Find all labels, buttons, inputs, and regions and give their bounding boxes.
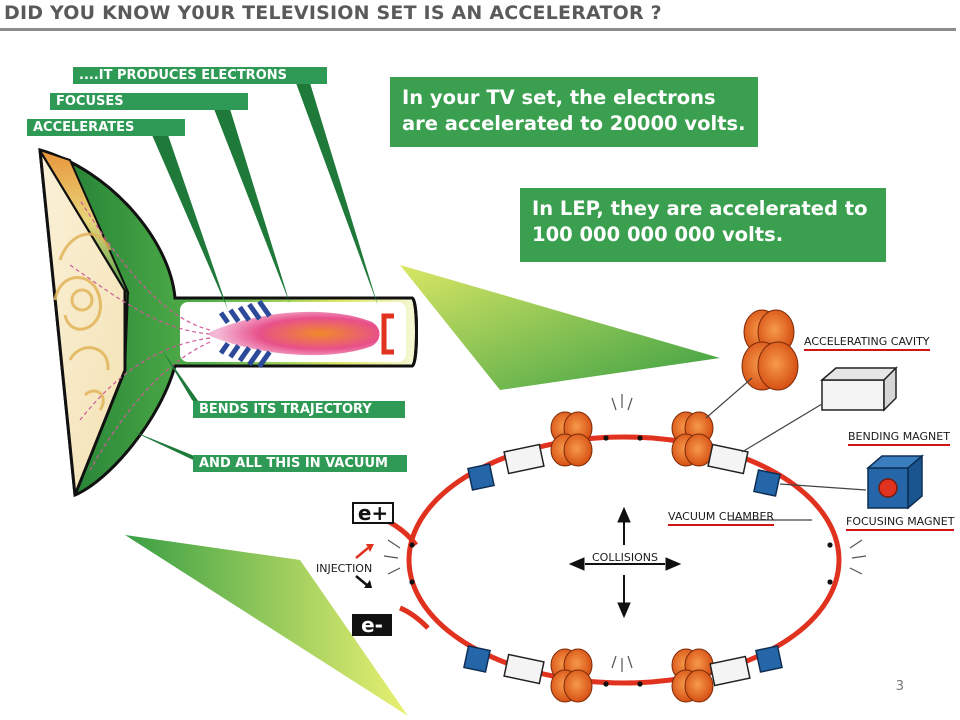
tv-voltage-box: In your TV set, the electrons are accele… <box>390 77 758 147</box>
label-in-vacuum: AND ALL THIS IN VACUUM <box>193 455 407 472</box>
underline <box>668 524 775 526</box>
tv-tube <box>38 147 418 498</box>
positron-tag: e+ <box>352 502 394 524</box>
lep-voltage-line1: In LEP, they are accelerated to <box>532 197 868 220</box>
underline <box>848 444 950 446</box>
label-focusing-magnet: FOCUSING MAGNET <box>846 515 955 531</box>
label-bends-trajectory: BENDS ITS TRAJECTORY <box>193 401 405 418</box>
bending-magnets <box>503 366 898 687</box>
page-title: DID YOU KNOW Y0UR TELEVISION SET IS AN A… <box>4 2 662 24</box>
label-vacuum-chamber-text: VACUUM CHAMBER <box>668 510 775 523</box>
leader-lines <box>705 377 867 521</box>
zoom-wedge-upper <box>400 265 720 390</box>
label-produces-electrons: ....IT PRODUCES ELECTRONS <box>73 67 327 84</box>
label-focusing-magnet-text: FOCUSING MAGNET <box>846 515 955 528</box>
page-number: 3 <box>895 679 904 694</box>
underline <box>846 529 955 531</box>
label-accelerating-cavity-text: ACCELERATING CAVITY <box>804 335 930 348</box>
label-accelerating-cavity: ACCELERATING CAVITY <box>804 335 930 351</box>
label-accelerates: ACCELERATES <box>27 119 185 136</box>
tv-voltage-line2: are accelerated to 20000 volts. <box>402 112 746 135</box>
label-focuses: FOCUSES <box>50 93 248 110</box>
label-bending-magnet: BENDING MAGNET <box>848 430 950 446</box>
collision-arrows <box>568 506 682 619</box>
collision-points <box>409 435 833 687</box>
label-injection: INJECTION <box>316 562 373 575</box>
underline <box>804 349 930 351</box>
lep-voltage-box: In LEP, they are accelerated to 100 000 … <box>520 188 886 262</box>
tv-voltage-line1: In your TV set, the electrons <box>402 86 716 109</box>
zoom-wedge-lower <box>125 535 408 716</box>
collision-bursts <box>383 394 867 672</box>
title-rule <box>0 28 956 31</box>
electron-tag: e- <box>352 614 392 636</box>
label-bending-magnet-text: BENDING MAGNET <box>848 430 950 443</box>
focusing-magnets <box>463 454 925 673</box>
label-collisions: COLLISIONS <box>592 551 658 564</box>
injection-arrows <box>355 544 374 588</box>
lep-voltage-line2: 100 000 000 000 volts. <box>532 223 784 246</box>
label-pointers <box>130 83 378 466</box>
label-vacuum-chamber: VACUUM CHAMBER <box>668 510 775 526</box>
